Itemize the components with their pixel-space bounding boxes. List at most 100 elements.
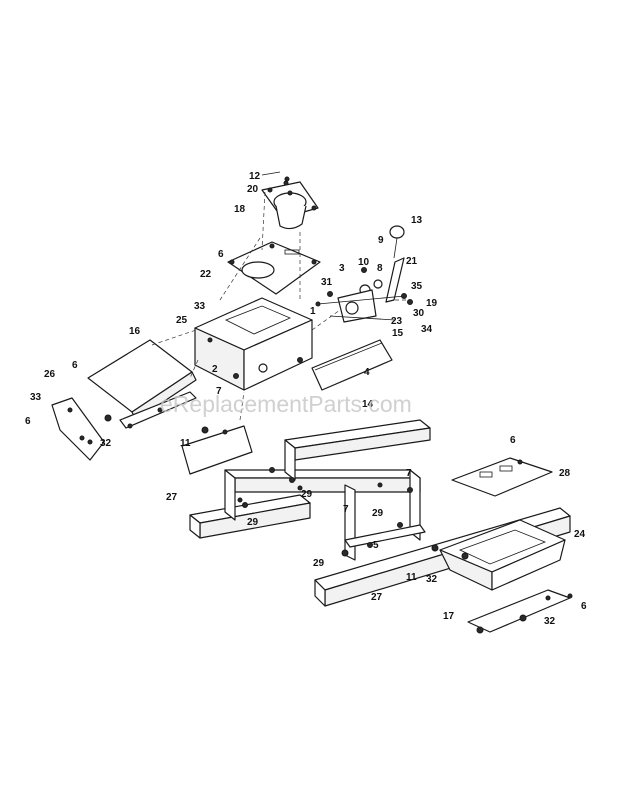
auger-housing bbox=[194, 297, 313, 391]
guard-bolt bbox=[157, 407, 163, 413]
callout-6: 6 bbox=[72, 360, 78, 371]
callout-17: 17 bbox=[443, 611, 455, 622]
plate-28-slot bbox=[479, 471, 493, 478]
lever-shaft bbox=[393, 237, 398, 259]
frame-bolt bbox=[242, 502, 248, 508]
housing-bolt bbox=[297, 357, 303, 363]
housing-cutout bbox=[225, 305, 291, 335]
callout-9: 9 bbox=[378, 235, 384, 246]
callout-32: 32 bbox=[426, 574, 438, 585]
callout-11: 11 bbox=[406, 572, 417, 583]
callout-7: 7 bbox=[216, 386, 222, 397]
callout-24: 24 bbox=[574, 529, 586, 540]
leader-line bbox=[239, 391, 245, 421]
cover-plate-14 bbox=[311, 339, 393, 391]
callout-30: 30 bbox=[413, 308, 425, 319]
mounting-plate bbox=[227, 241, 321, 295]
housing-24-opening bbox=[458, 529, 547, 565]
bottom-bolt bbox=[567, 593, 573, 599]
nut bbox=[401, 293, 407, 299]
housing-bolt bbox=[233, 373, 239, 379]
leader-line bbox=[219, 237, 261, 301]
callout-33: 33 bbox=[194, 301, 206, 312]
leader-line bbox=[151, 329, 197, 346]
frame-bolt bbox=[341, 549, 349, 557]
callout-5: 5 bbox=[373, 540, 379, 551]
callout-29: 29 bbox=[247, 517, 259, 528]
frame-bolt bbox=[397, 522, 403, 528]
frame-bolt bbox=[407, 487, 413, 493]
callout-3: 3 bbox=[339, 263, 345, 274]
callout-7: 7 bbox=[406, 468, 412, 479]
bottom-bolt bbox=[476, 626, 484, 634]
auger-housing-rear bbox=[439, 519, 566, 591]
callout-16: 16 bbox=[129, 326, 141, 337]
frame-post-middle bbox=[344, 484, 356, 561]
washer bbox=[104, 414, 112, 422]
control-lever-assembly bbox=[315, 225, 413, 323]
panel-26 bbox=[51, 397, 105, 461]
lever-arm bbox=[385, 257, 405, 303]
housing-24-bolt bbox=[461, 552, 469, 560]
top-plate bbox=[451, 457, 553, 497]
callout-6: 6 bbox=[581, 601, 587, 612]
callout-11: 11 bbox=[180, 438, 191, 449]
panel-bolt bbox=[67, 407, 73, 413]
bottom-bolt bbox=[545, 595, 551, 601]
callout-32: 32 bbox=[100, 438, 112, 449]
skid-plate-27 bbox=[181, 425, 253, 475]
frame-post-right bbox=[409, 469, 421, 541]
callout-29: 29 bbox=[372, 508, 384, 519]
callout-13: 13 bbox=[411, 215, 423, 226]
pivot-washer bbox=[373, 279, 383, 289]
callout-19: 19 bbox=[426, 298, 438, 309]
cover-plate-edge bbox=[314, 342, 383, 371]
chute-washer bbox=[287, 190, 293, 196]
callout-25: 25 bbox=[176, 315, 188, 326]
frame-rail-main-end bbox=[314, 579, 326, 607]
callout-27: 27 bbox=[371, 592, 383, 603]
frame-hole bbox=[377, 482, 383, 488]
callout-labels: 12 20 18 6 22 33 25 2 7 16 6 26 33 6 32 … bbox=[25, 171, 587, 627]
lever-knob bbox=[389, 225, 405, 239]
bracket-boss bbox=[345, 301, 359, 315]
callout-31: 31 bbox=[321, 277, 333, 288]
housing-bolt bbox=[207, 337, 213, 343]
panel-bolt bbox=[87, 439, 93, 445]
leader-line bbox=[261, 191, 266, 251]
nut bbox=[407, 299, 413, 305]
watermark-text: eReplacementParts.com bbox=[160, 391, 412, 417]
frame-hole bbox=[297, 485, 303, 491]
frame-upper-rail-side bbox=[234, 477, 421, 493]
chute-bolt bbox=[267, 187, 273, 193]
frame-post-left bbox=[224, 469, 236, 521]
panel-bolt bbox=[79, 435, 85, 441]
guard-bolt bbox=[127, 423, 133, 429]
callout-8: 8 bbox=[377, 263, 383, 274]
chute-nut bbox=[284, 176, 290, 182]
frame-bolt bbox=[269, 467, 275, 473]
leader-lines bbox=[151, 191, 410, 421]
callout-21: 21 bbox=[406, 256, 418, 267]
callout-6: 6 bbox=[25, 416, 31, 427]
housing-hole bbox=[258, 363, 268, 373]
chute-screw bbox=[261, 171, 281, 176]
callout-28: 28 bbox=[559, 468, 571, 479]
callout-32: 32 bbox=[544, 616, 556, 627]
leader-line bbox=[189, 359, 199, 379]
pivot-rod bbox=[317, 295, 406, 305]
callout-4: 4 bbox=[364, 367, 370, 378]
frame-cross-front-end bbox=[189, 514, 201, 539]
chute-bolt bbox=[311, 205, 317, 211]
frame-bolt bbox=[289, 477, 295, 483]
plate-bolt bbox=[269, 243, 275, 249]
nut bbox=[361, 267, 367, 273]
plate-28-bolt bbox=[517, 459, 523, 465]
callout-22: 22 bbox=[200, 269, 212, 280]
plate-slot bbox=[284, 249, 300, 255]
frame-lower-rail bbox=[344, 524, 426, 548]
leader-line bbox=[311, 309, 341, 331]
plate-28 bbox=[451, 457, 553, 497]
screw bbox=[315, 301, 321, 307]
